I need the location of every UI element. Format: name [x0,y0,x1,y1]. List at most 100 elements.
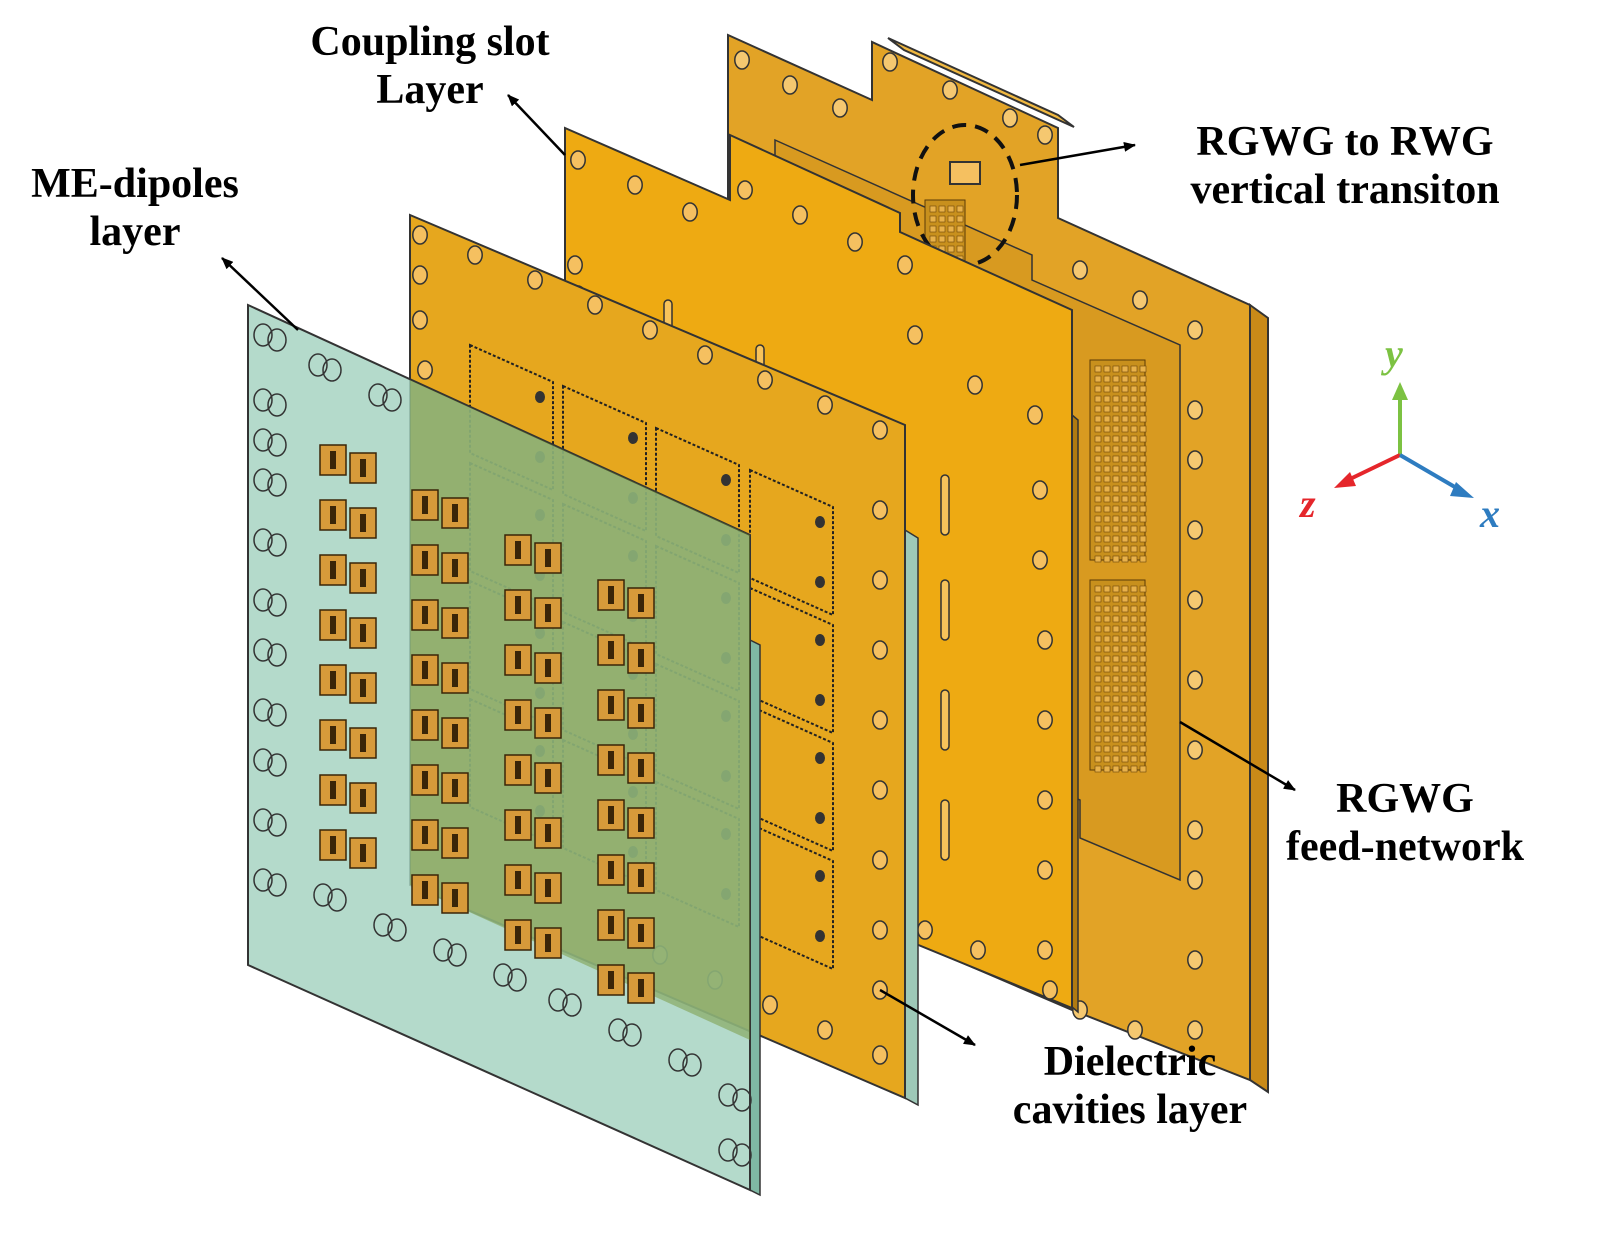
pin [1139,395,1147,403]
pin [1103,625,1111,633]
pin [1094,725,1102,733]
pin [1094,445,1102,453]
pin [1139,405,1147,413]
pin [1112,725,1120,733]
pin [1121,525,1129,533]
slot-hole [1037,710,1053,730]
pin [1130,755,1138,763]
cavity-hole [757,370,773,390]
cavity-hole [872,500,888,520]
dipole-hole [267,643,287,667]
pin [1139,375,1147,383]
feed-hole [1187,870,1203,890]
pin [1103,495,1111,503]
pin [1112,385,1120,393]
slot-hole [907,325,923,345]
dipole-hole [267,873,287,897]
pin [1121,745,1129,753]
dipole-feed [422,661,428,679]
pin [1139,685,1147,693]
pin [938,225,946,233]
feed-hole [832,98,848,118]
cavity-via [628,432,638,444]
pin [1121,495,1129,503]
pin [929,225,937,233]
label-dielectric: Dielectric cavities layer [970,1038,1290,1134]
pin [1121,765,1129,773]
cavity-via [815,516,825,528]
dipole-feed [515,541,521,559]
pin [1112,375,1120,383]
label-feed-network-line1: RGWG [1336,776,1474,822]
pin [1103,665,1111,673]
slot-hole [917,920,933,940]
coupling-slot [940,579,950,641]
dipole-feed [608,586,614,604]
pin [1121,705,1129,713]
arrow-me-dipoles [221,257,299,331]
label-transition-line2: vertical transiton [1190,167,1500,213]
cavity-via [815,752,825,764]
slot-hole [792,205,808,225]
pin [1112,765,1120,773]
pin [1112,545,1120,553]
pin [1130,595,1138,603]
pin [1130,505,1138,513]
dipole-feed [545,879,551,897]
pin [929,205,937,213]
pin [1121,645,1129,653]
pin [1094,705,1102,713]
cavity-via [815,634,825,646]
dipole-feed [360,734,366,752]
pin [1130,515,1138,523]
pin [1103,715,1111,723]
feed-hole [882,52,898,72]
pin [1094,655,1102,663]
pin [1121,535,1129,543]
label-dielectric-line2: cavities layer [1012,1087,1248,1133]
pin [1112,625,1120,633]
label-transition-line1: RGWG to RWG [1196,119,1494,165]
pin [1112,695,1120,703]
pin [1130,375,1138,383]
pin [1130,725,1138,733]
me-dipole-elements [319,444,655,1004]
dipole-feed [422,551,428,569]
pin [1103,765,1111,773]
pin [1112,605,1120,613]
pin [1112,635,1120,643]
pin [1130,695,1138,703]
pin [1121,415,1129,423]
label-dielectric-line1: Dielectric [1043,1039,1217,1085]
pin [1112,525,1120,533]
pin [1130,455,1138,463]
dipole-feed [422,881,428,899]
dipole-hole [253,638,273,662]
dipole-feed [515,816,521,834]
label-coupling-slot-line1: Coupling slot [310,19,550,65]
pin [938,205,946,213]
cavity-via [815,812,825,824]
dipole-feed [452,724,458,742]
dipole-hole [313,883,333,907]
dipole-feed [452,669,458,687]
label-me-dipoles: ME-dipoles layer [10,160,260,256]
pin [1112,435,1120,443]
pin [1094,395,1102,403]
pin [1094,685,1102,693]
coupling-slot [940,474,950,536]
pin [1094,605,1102,613]
dipole-hole [253,868,273,892]
slot-hole [1032,480,1048,500]
pin [956,225,964,233]
dipole-hole [387,918,407,942]
feed-hole [1187,820,1203,840]
dipole-hole [327,888,347,912]
pin [1112,485,1120,493]
dipole-feed [638,869,644,887]
pin [1139,755,1147,763]
pin [1094,415,1102,423]
pin [947,215,955,223]
pin [1094,595,1102,603]
pin [1130,585,1138,593]
